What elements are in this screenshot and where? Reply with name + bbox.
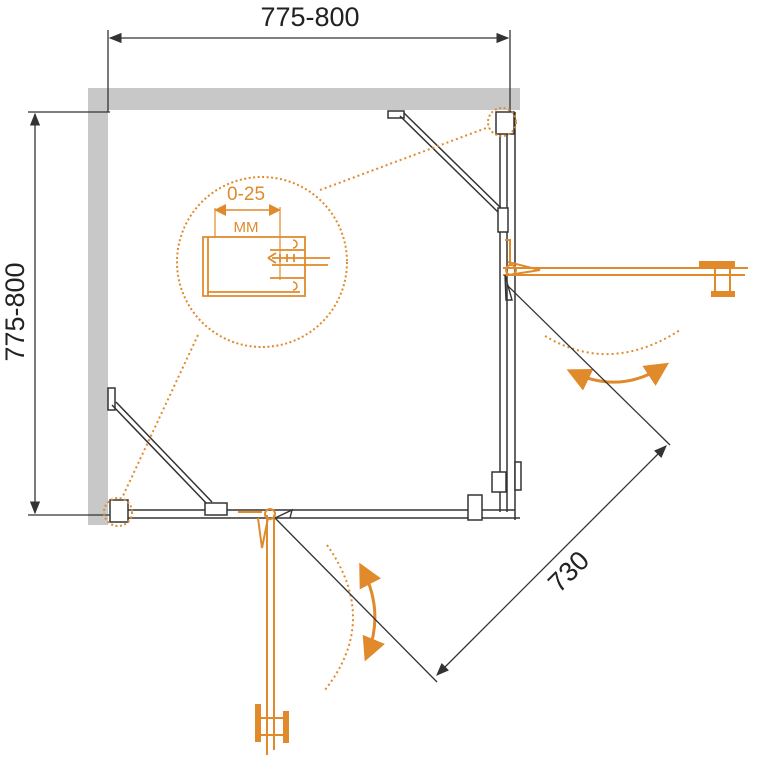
bottom-door (238, 508, 289, 755)
depth-label: 775-800 (0, 262, 30, 361)
depth-dimension (28, 111, 110, 516)
right-door (503, 239, 748, 297)
diagonal-label: 730 (542, 545, 595, 598)
width-dimension (107, 30, 511, 112)
bottom-door-seal (274, 508, 294, 519)
right-door-swing-path (544, 329, 681, 356)
width-label: 775-800 (260, 2, 359, 32)
diagonal-dimension (274, 284, 671, 683)
right-door-swing-arrow-icon (566, 362, 670, 391)
unit-label: ММ (234, 219, 259, 236)
callout-detail (103, 107, 517, 527)
enclosure-frame (107, 110, 522, 523)
bottom-door-swing-arrow-icon (359, 562, 385, 662)
right-door-seal (504, 274, 513, 301)
bottom-door-swing-path (324, 544, 354, 691)
wall (88, 88, 520, 525)
adjustment-range-label: 0-25 (227, 184, 265, 205)
